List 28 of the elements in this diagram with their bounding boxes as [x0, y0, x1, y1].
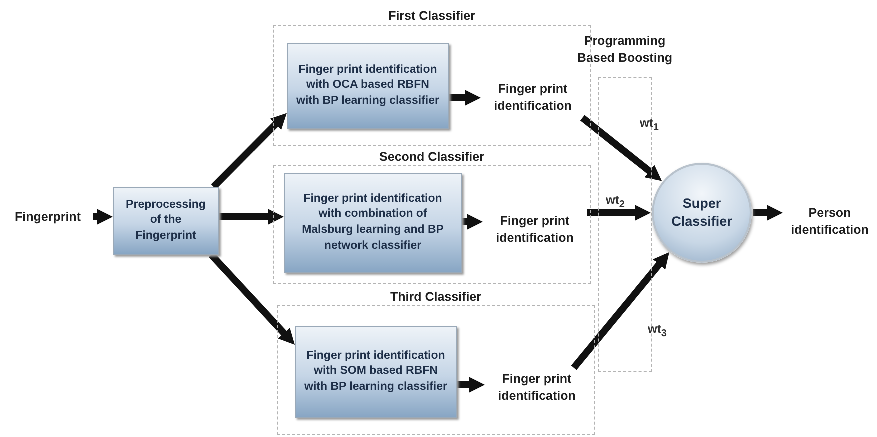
process-box: Preprocessing of the Fingerprint	[113, 187, 219, 255]
result-label: Finger print identification	[481, 78, 585, 118]
group-heading: Third Classifier	[390, 289, 482, 306]
arrow	[753, 205, 783, 221]
arrow	[219, 209, 284, 225]
arrow	[457, 377, 485, 393]
arrow	[462, 214, 483, 230]
arrow	[580, 115, 662, 182]
process-box: Finger print identification with OCA based RBFN with BP learning classifier	[287, 43, 449, 129]
arrow	[571, 252, 670, 370]
process-box: Finger print identification with SOM based RBFN with BP learning classifier	[295, 326, 457, 418]
arrow	[93, 209, 113, 225]
result-label: Finger print identification	[485, 368, 589, 408]
arrow	[211, 113, 287, 190]
arrow	[208, 252, 295, 346]
process-box: Finger print identification with combination of Malsburg learning and BP network classifier	[284, 173, 462, 273]
region-heading: Programming Based Boosting	[576, 33, 674, 67]
edge-label: wt$_{3}$	[648, 322, 667, 340]
input-label: Fingerprint	[3, 205, 93, 229]
output-label: Person identification	[783, 200, 877, 244]
classifier-circle: Super Classifier	[652, 163, 752, 263]
result-label: Finger print identification	[483, 210, 587, 250]
edge-label: wt$_{2}$	[606, 193, 625, 210]
group-heading: First Classifier	[388, 8, 476, 24]
arrow	[449, 90, 481, 106]
arrow	[587, 205, 651, 221]
edge-label: wt$_{1}$	[640, 116, 659, 134]
group-heading: Second Classifier	[378, 149, 486, 166]
